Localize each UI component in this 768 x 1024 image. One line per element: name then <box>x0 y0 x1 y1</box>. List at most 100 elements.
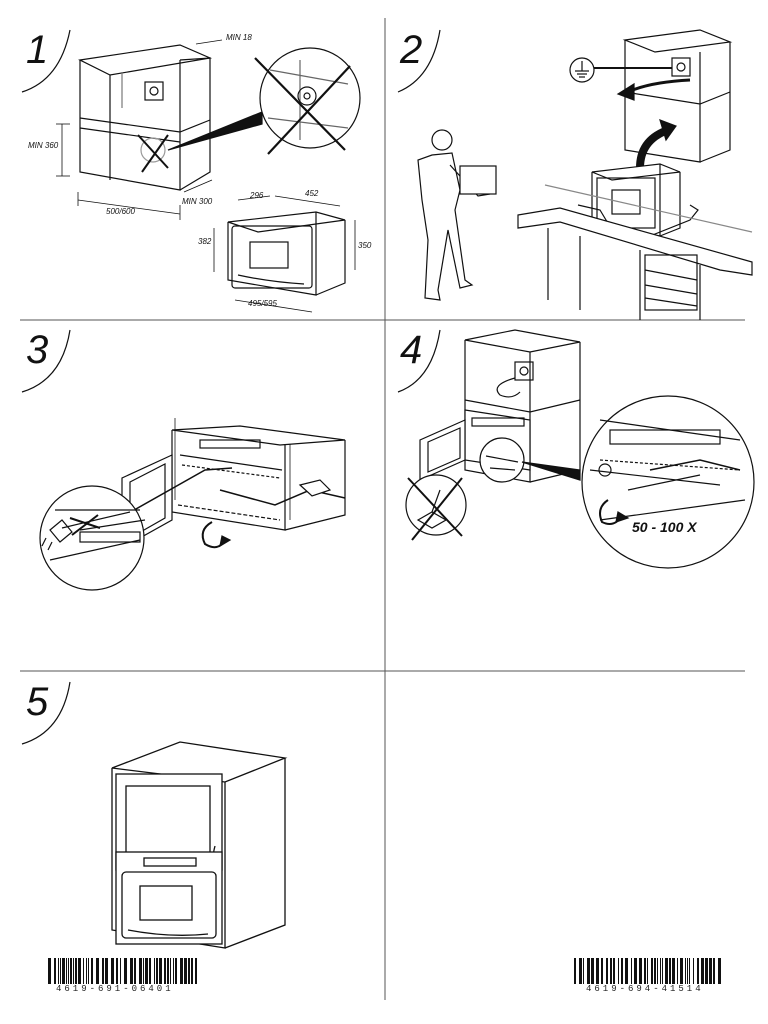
barcode-bar <box>149 958 151 984</box>
barcode-bar <box>610 958 612 984</box>
step-number-2: 2 <box>400 28 423 72</box>
barcode-bar <box>660 958 661 984</box>
barcode-bar <box>662 958 663 984</box>
barcode-bar <box>596 958 599 984</box>
barcode-bar <box>689 958 690 984</box>
barcode-bar <box>111 958 114 984</box>
barcode-bar <box>86 958 87 984</box>
barcode-bar <box>175 958 177 984</box>
barcode-bar <box>677 958 678 984</box>
barcode-bar <box>116 958 118 984</box>
barcode-bar <box>48 958 51 984</box>
barcode-bar <box>66 958 67 984</box>
barcode-bar <box>156 958 158 984</box>
barcode-bar <box>60 958 61 984</box>
barcode-bar <box>639 958 642 984</box>
barcode-bar <box>143 958 144 984</box>
barcode-bar <box>88 958 89 984</box>
dim-min-360: MIN 360 <box>28 141 59 150</box>
barcode-bar <box>68 958 69 984</box>
dim-382: 382 <box>198 237 212 246</box>
step-number-1: 1 <box>26 28 49 72</box>
barcode-bar <box>713 958 715 984</box>
barcode-bar <box>130 958 133 984</box>
barcode-bar <box>102 958 104 984</box>
barcode-bar <box>709 958 712 984</box>
barcode-bar <box>124 958 127 984</box>
barcode-bar <box>613 958 615 984</box>
barcode-bar <box>120 958 121 984</box>
barcode-bar <box>625 958 628 984</box>
barcode-bar <box>195 958 197 984</box>
dim-min-300: MIN 300 <box>182 197 213 206</box>
barcode-bar <box>83 958 84 984</box>
barcode-bar <box>96 958 99 984</box>
barcode-bar <box>62 958 65 984</box>
dim-296: 296 <box>249 191 264 200</box>
barcode-bar <box>680 958 683 984</box>
step-number-3: 3 <box>26 328 49 372</box>
barcode-bar <box>669 958 671 984</box>
barcode-bar <box>173 958 174 984</box>
barcode-bar <box>587 958 590 984</box>
barcode-bar <box>139 958 142 984</box>
barcode-bar <box>705 958 708 984</box>
barcode-bar <box>154 958 155 984</box>
barcode-number-right: 4619-694-41514 <box>586 984 704 994</box>
barcode-bar <box>105 958 108 984</box>
barcode-bar <box>58 958 59 984</box>
screw-count-label: 50 - 100 X <box>632 519 698 535</box>
barcode-bar <box>665 958 668 984</box>
barcode-bar <box>78 958 81 984</box>
barcode-bar <box>631 958 632 984</box>
barcode-bar <box>145 958 148 984</box>
barcode-bar <box>591 958 594 984</box>
barcode-number-left: 4619-691-06401 <box>56 984 174 994</box>
barcode-bar <box>134 958 136 984</box>
barcode-bar <box>697 958 699 984</box>
barcode-bar <box>188 958 190 984</box>
barcode-bar <box>651 958 653 984</box>
barcode-bar <box>672 958 675 984</box>
step-number-5: 5 <box>26 680 49 724</box>
step-number-4: 4 <box>400 328 423 372</box>
barcode-bar <box>621 958 623 984</box>
barcode-bar <box>159 958 162 984</box>
barcode-bar <box>180 958 183 984</box>
barcode-bar <box>693 958 694 984</box>
barcode-bar <box>718 958 721 984</box>
barcode-bar <box>164 958 166 984</box>
barcode-bar <box>654 958 656 984</box>
dim-495-595: 495/595 <box>248 299 277 308</box>
barcode-bar <box>687 958 688 984</box>
dim-500-600: 500/600 <box>106 207 135 216</box>
barcode-bar <box>685 958 686 984</box>
dim-min-18: MIN 18 <box>226 33 252 42</box>
barcode-bar <box>583 958 584 984</box>
barcode-bar <box>191 958 193 984</box>
barcode-bar <box>75 958 77 984</box>
barcode-bar <box>167 958 169 984</box>
barcode-bar <box>634 958 637 984</box>
dim-350: 350 <box>358 241 372 250</box>
barcode-bar <box>54 958 56 984</box>
dim-452: 452 <box>305 189 319 198</box>
barcode-bar <box>601 958 603 984</box>
barcode-bar <box>618 958 619 984</box>
barcode-bar <box>657 958 658 984</box>
barcode-bar <box>644 958 646 984</box>
barcode-bar <box>184 958 187 984</box>
barcode-bar <box>701 958 704 984</box>
barcode-bar <box>70 958 72 984</box>
barcode-bar <box>73 958 74 984</box>
barcode-bar <box>647 958 648 984</box>
